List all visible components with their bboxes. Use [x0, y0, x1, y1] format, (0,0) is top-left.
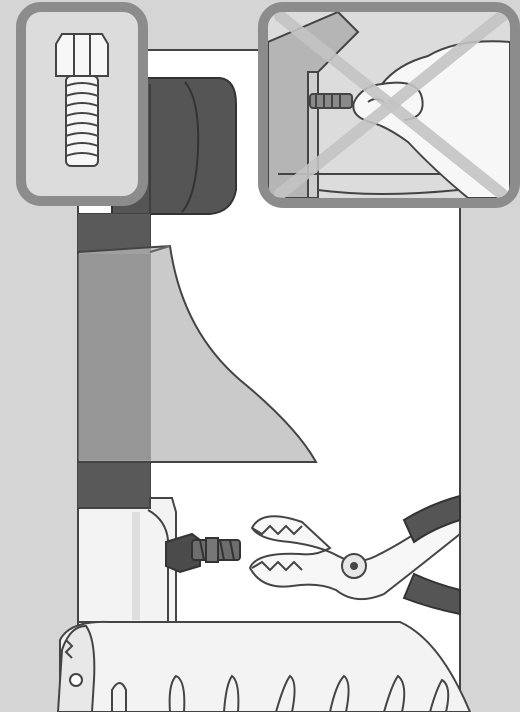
lower-rim — [60, 622, 470, 712]
do-not-use-fingers-panel — [258, 2, 520, 208]
lower-bracket — [78, 498, 176, 622]
hex-bolt-panel — [16, 2, 148, 206]
